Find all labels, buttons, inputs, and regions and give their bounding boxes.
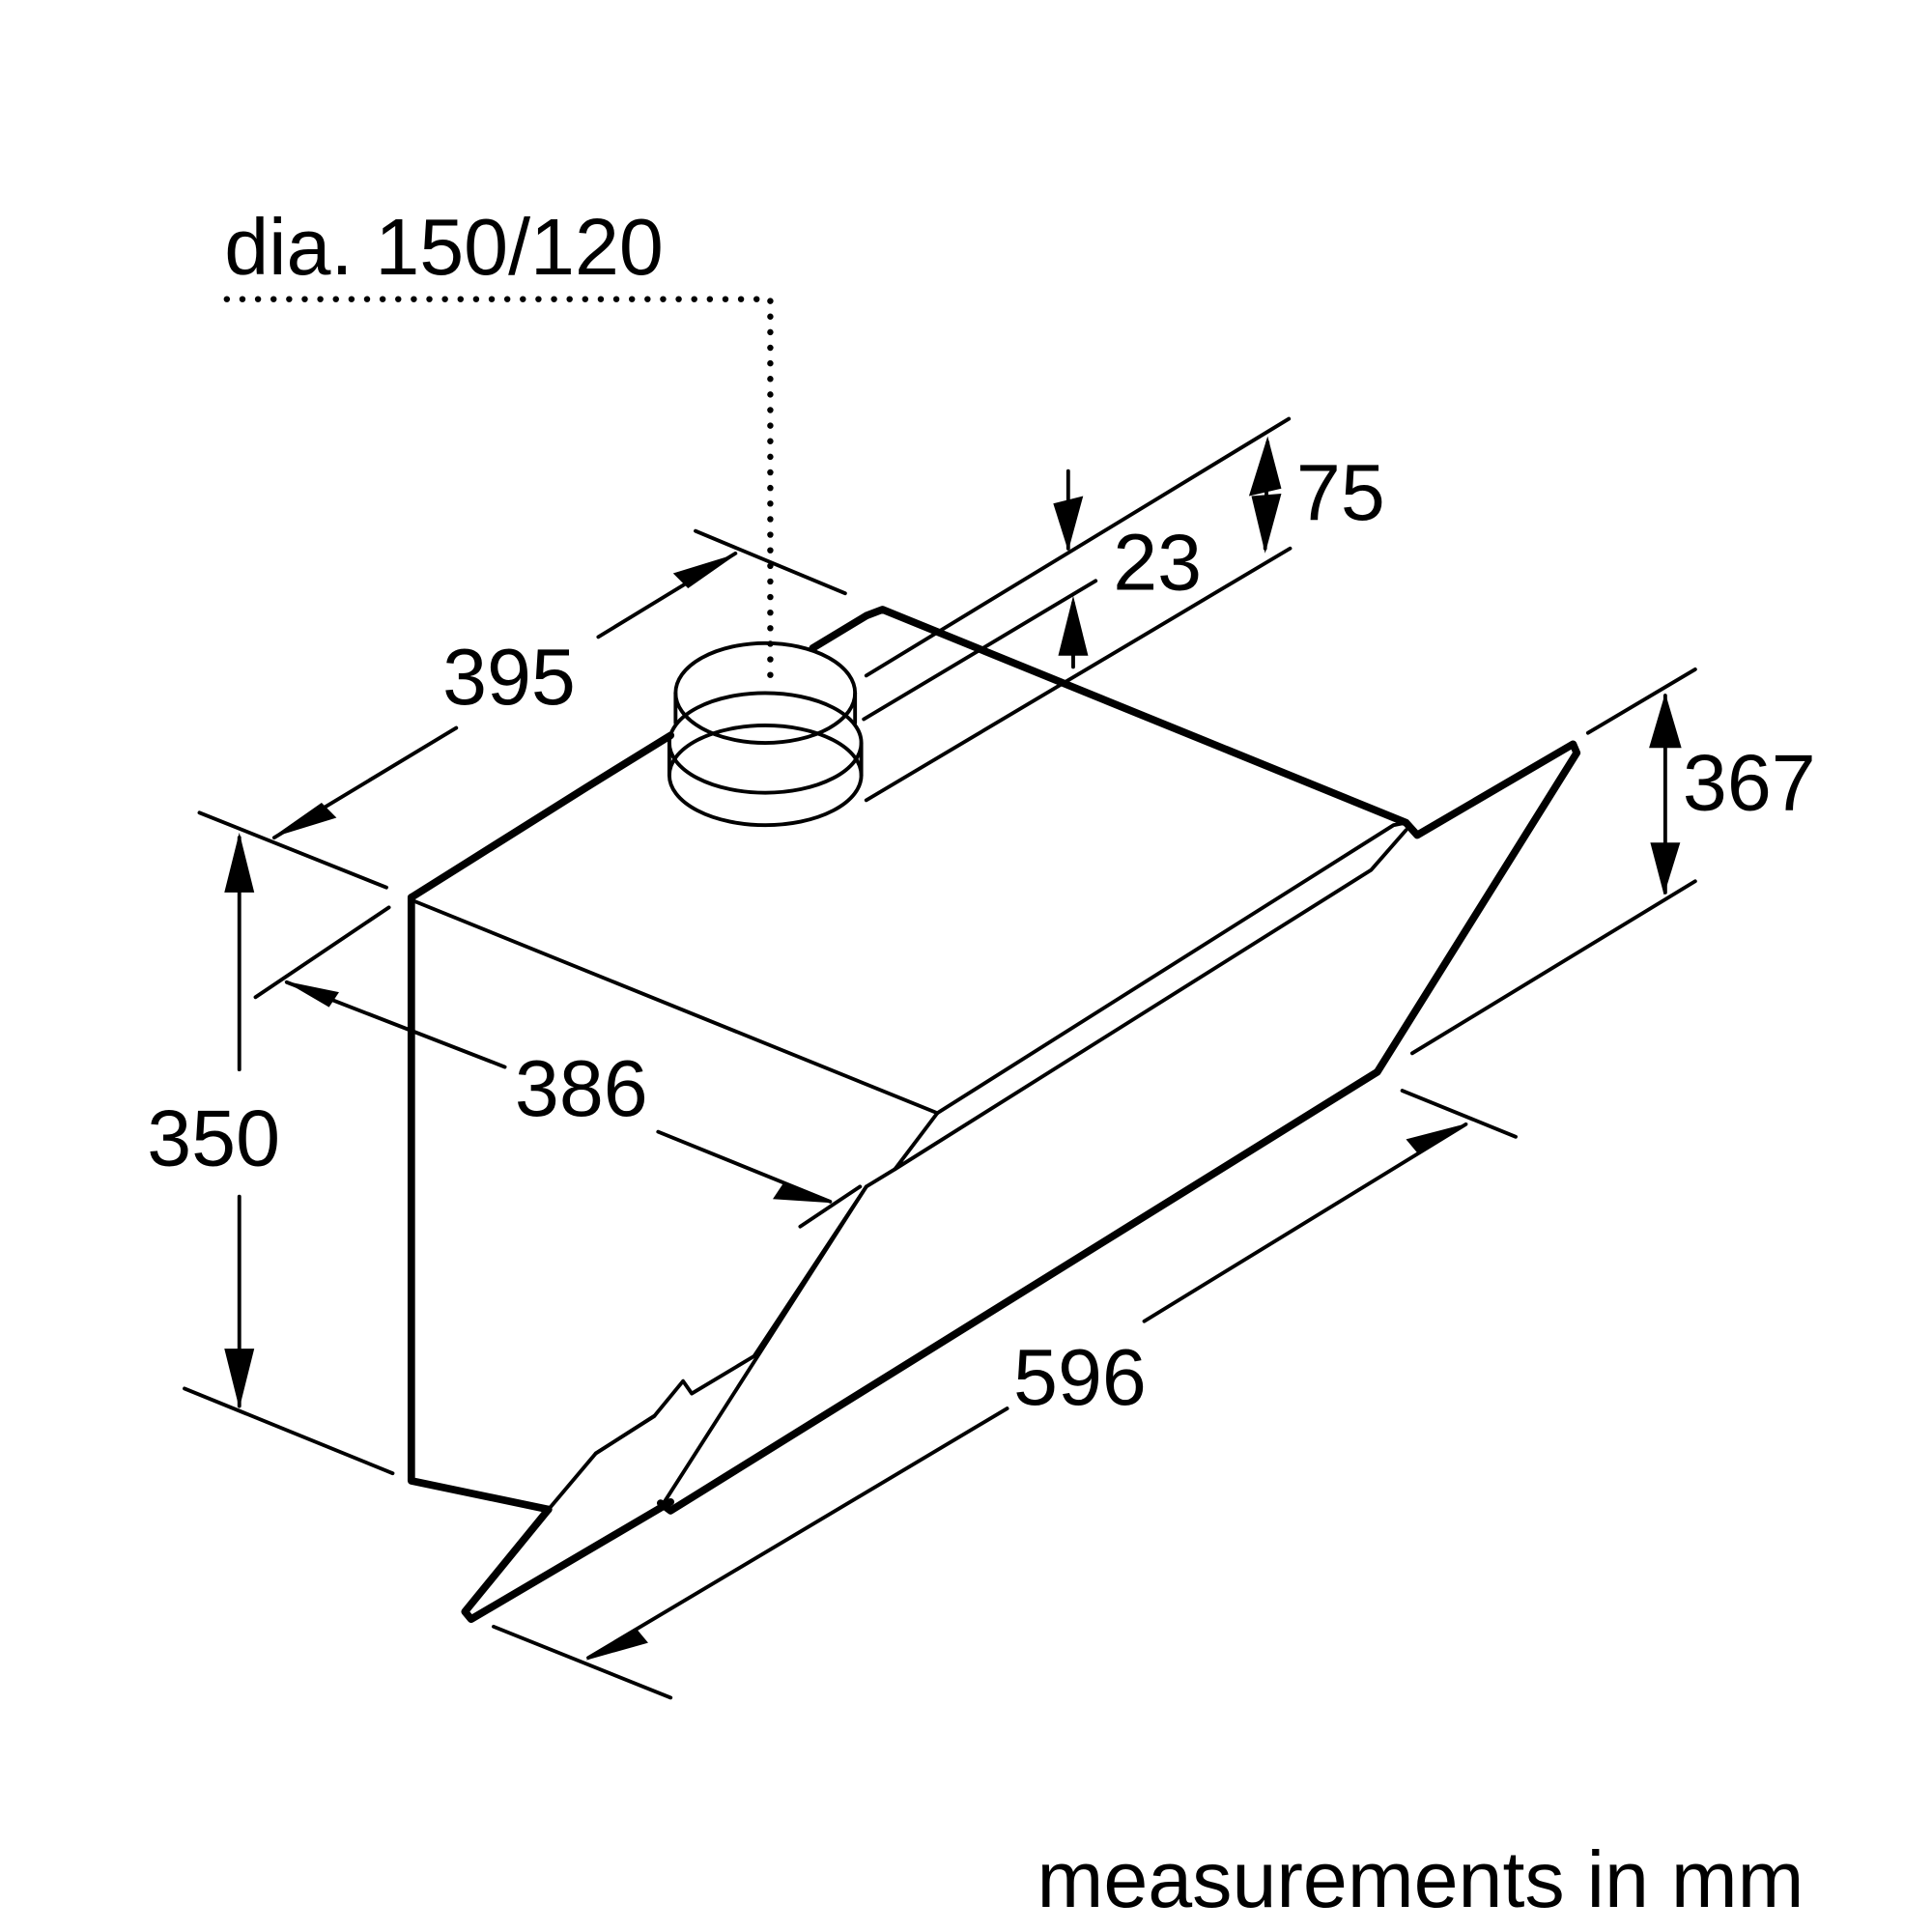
svg-text:350: 350 (147, 1094, 280, 1182)
dimension-596: 596 (492, 1089, 1518, 1700)
svg-text:75: 75 (1296, 448, 1385, 537)
units-footnote: measurements in mm (1037, 1835, 1804, 1924)
svg-text:386: 386 (515, 1044, 648, 1133)
dimension-75-23: 75 23 (862, 416, 1385, 803)
duct-diameter-label: dia. 150/120 (224, 203, 664, 292)
dimension-367: 367 (1410, 667, 1816, 1056)
duct-leader-dotted-line (223, 296, 774, 687)
dimension-386: 386 (253, 905, 863, 1229)
svg-text:367: 367 (1683, 739, 1816, 828)
svg-text:596: 596 (1013, 1333, 1147, 1422)
svg-text:23: 23 (1113, 518, 1202, 607)
svg-text:395: 395 (442, 633, 576, 722)
exhaust-duct-collar (667, 640, 864, 828)
hood-body-outline (407, 606, 1581, 1623)
dimension-395: 395 (197, 528, 847, 890)
dimension-350: 350 (147, 832, 395, 1476)
